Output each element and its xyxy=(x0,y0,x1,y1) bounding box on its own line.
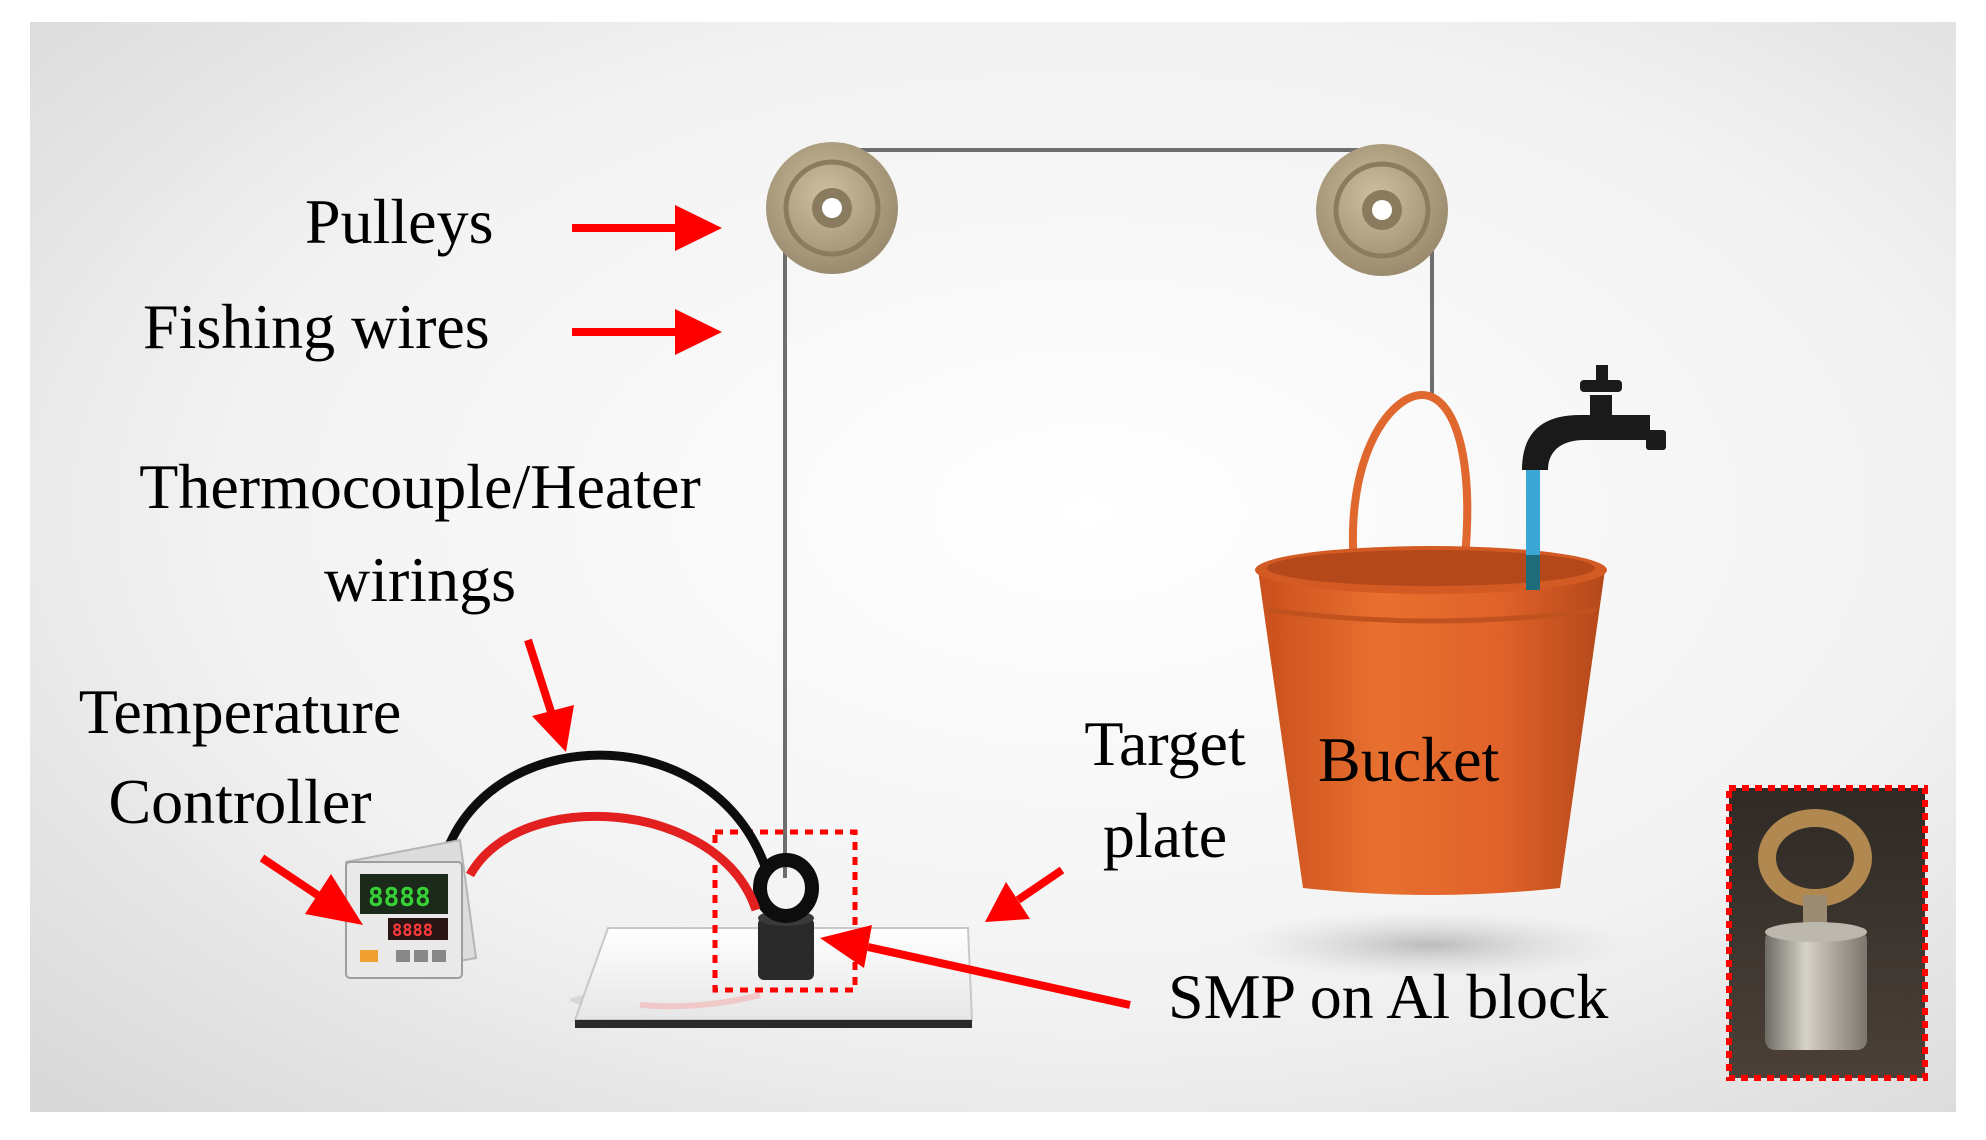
water-tap xyxy=(1522,365,1666,470)
arrow-smp xyxy=(820,925,1131,1009)
label-bucket: Bucket xyxy=(1318,724,1500,795)
pulley-left xyxy=(766,142,898,274)
thermocouple-heater-wirings xyxy=(443,750,773,912)
smp-photo-inset xyxy=(1726,785,1928,1081)
bucket-handle xyxy=(1348,390,1472,586)
water-stream xyxy=(1526,468,1540,590)
arrow-target-plate xyxy=(985,866,1065,922)
label-temperature-line2: Controller xyxy=(108,766,372,837)
label-thermocouple-line2: wirings xyxy=(324,544,516,615)
arrow-fishing-wires xyxy=(572,309,722,355)
arrow-controller xyxy=(259,854,363,925)
arrow-pulleys xyxy=(572,205,722,251)
label-temperature-line1: Temperature xyxy=(78,676,402,747)
controller-display-top: 8888 xyxy=(368,883,431,913)
label-pulleys: Pulleys xyxy=(305,186,494,257)
label-target-line2: plate xyxy=(1102,800,1228,871)
label-thermocouple-line1: Thermocouple/Heater xyxy=(139,451,701,522)
bucket-shadow xyxy=(1230,910,1630,980)
smp-on-al-block xyxy=(753,853,819,980)
annotation-arrows xyxy=(259,205,1131,1009)
arrow-wirings xyxy=(524,638,574,752)
bucket xyxy=(1255,546,1607,895)
label-fishing-wires: Fishing wires xyxy=(143,291,490,362)
label-smp-on-al-block: SMP on Al block xyxy=(1168,961,1609,1032)
pulley-right xyxy=(1316,144,1448,276)
controller-display-bottom: 8888 xyxy=(392,921,433,941)
label-target-line1: Target xyxy=(1084,708,1246,779)
smp-highlight-box xyxy=(712,829,858,993)
temperature-controller: 8888 8888 xyxy=(344,838,478,980)
